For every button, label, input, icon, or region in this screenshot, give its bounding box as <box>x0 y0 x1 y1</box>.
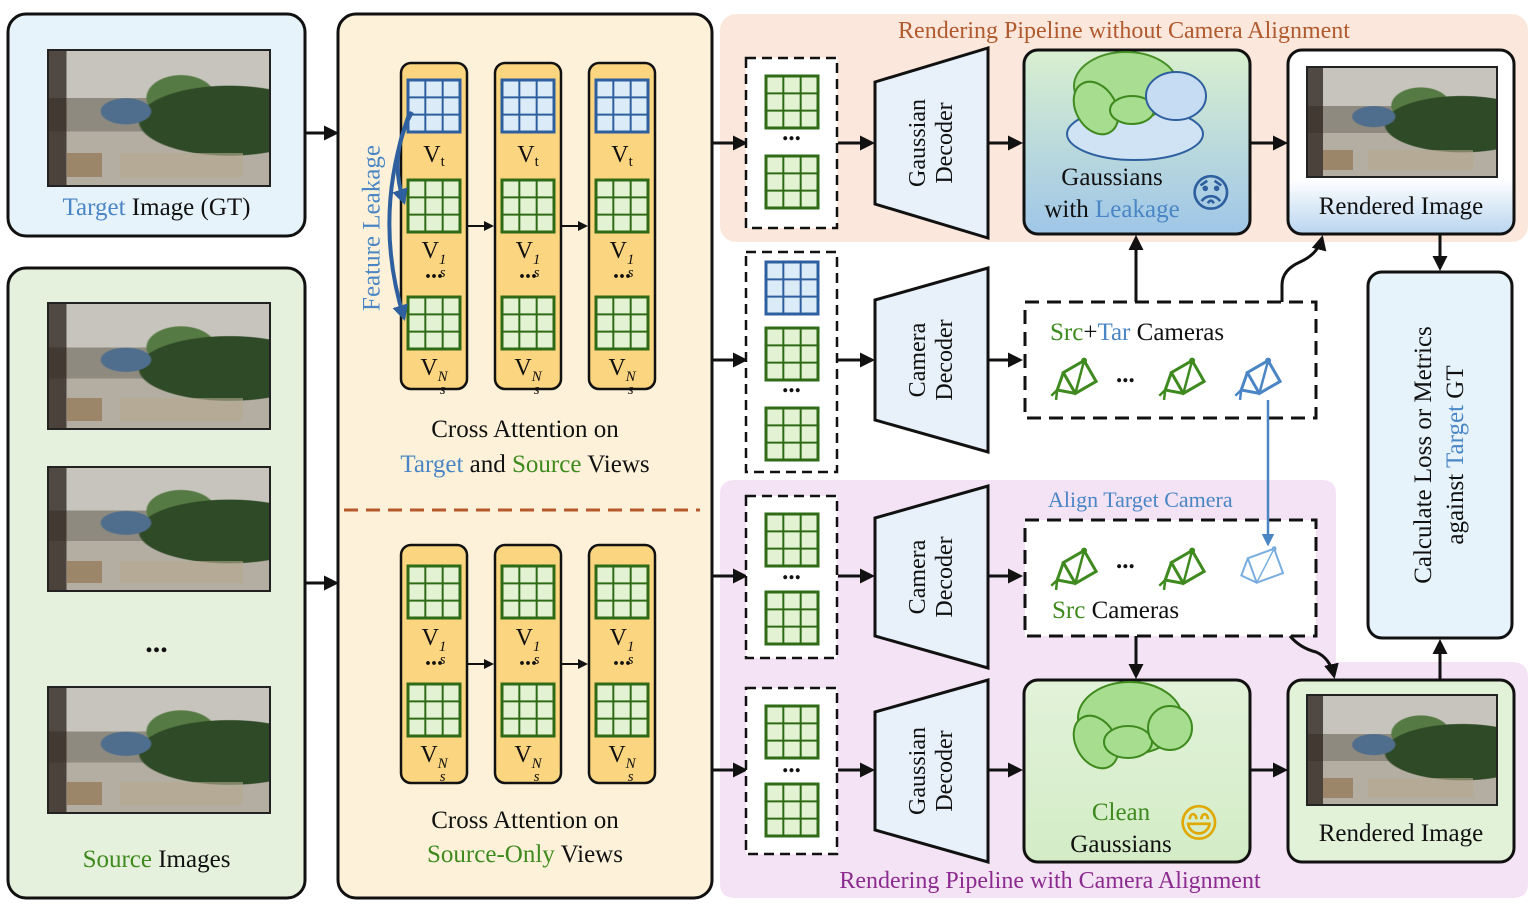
clean-gaussians-label-1: Clean <box>1091 799 1151 826</box>
group2-token-grid-target <box>764 260 820 316</box>
vt-label: Vt <box>517 142 539 170</box>
cam-dots-top: ... <box>1116 361 1135 388</box>
rendered-image-label-bottom: Rendered Image <box>1318 820 1484 847</box>
source-token-grid-n <box>594 295 650 351</box>
token-columns-bottom <box>399 543 657 785</box>
token-columns-top <box>399 61 657 391</box>
dots-label: ... <box>519 645 537 671</box>
token-dots-4: ... <box>782 751 801 778</box>
gaussian-blobs-clean <box>1072 681 1193 770</box>
target-token-grid <box>594 78 650 134</box>
target-token-grid <box>406 78 462 134</box>
dots-label: ... <box>425 258 443 284</box>
camera-decoder-bottom <box>873 484 990 670</box>
gaussians-leakage-label-2: with Leakage <box>1044 196 1180 223</box>
loss-box <box>1366 270 1514 640</box>
group1-token-grid-a <box>764 74 820 130</box>
source-token-grid-n <box>500 682 556 738</box>
target-image-label: Target Image (GT) <box>62 194 251 221</box>
src-camera-icon <box>1050 357 1099 401</box>
camera-decoder-top <box>873 266 990 454</box>
target-token-grid <box>500 78 556 134</box>
source-image-photo-n <box>47 686 271 814</box>
target-camera-icon <box>1234 357 1283 401</box>
dots-label: ... <box>425 645 443 671</box>
sad-face-icon: 😟 <box>1190 171 1232 217</box>
top-attention-caption-line1: Cross Attention on <box>431 416 619 443</box>
leakage-arrow-2 <box>387 111 412 322</box>
group3-token-grid-b <box>764 590 820 646</box>
group4-token-grid-b <box>764 782 820 838</box>
gaussians-leakage-label-1: Gaussians <box>1061 164 1163 191</box>
source-token-grid-1 <box>406 564 462 620</box>
source-images-label: Source Images <box>82 846 231 873</box>
group4-token-grid-a <box>764 704 820 760</box>
dots-label: ... <box>613 645 631 671</box>
clean-gaussians-label-2: Gaussians <box>1070 831 1172 858</box>
src-cameras-label: Src Cameras <box>1052 597 1180 624</box>
target-image-photo <box>47 49 271 187</box>
token-dots-3: ... <box>782 558 801 585</box>
vt-label: Vt <box>423 142 445 170</box>
source-ellipsis: ... <box>145 626 168 659</box>
gaussian-decoder-bottom <box>873 678 990 864</box>
dots-label: ... <box>519 258 537 284</box>
happy-face-icon: 😄 <box>1178 801 1220 847</box>
group2-token-grid-a <box>764 326 820 382</box>
source-token-grid-1 <box>406 178 462 234</box>
source-image-photo-2 <box>47 466 271 592</box>
group2-token-grid-b <box>764 406 820 462</box>
source-token-grid-1 <box>500 178 556 234</box>
cam-dots-bottom: ... <box>1116 547 1135 574</box>
vt-label: Vt <box>611 142 633 170</box>
source-token-grid-1 <box>594 564 650 620</box>
src-camera-icon <box>1158 357 1207 401</box>
src-camera-icon <box>1158 547 1207 591</box>
source-token-grid-1 <box>594 178 650 234</box>
pipeline-top-title: Rendering Pipeline without Camera Alignm… <box>898 18 1350 44</box>
src-tar-cameras-label: Src+Tar Cameras <box>1050 319 1225 346</box>
gaussian-blobs-leak <box>1066 51 1207 161</box>
group3-token-grid-a <box>764 512 820 568</box>
rendered-image-label-top: Rendered Image <box>1318 193 1484 220</box>
source-image-photo-1 <box>47 302 271 430</box>
source-token-grid-n <box>500 295 556 351</box>
source-token-grid-n <box>594 682 650 738</box>
align-target-camera-label: Align Target Camera <box>1048 487 1233 512</box>
pipeline-bottom-title: Rendering Pipeline with Camera Alignment <box>839 868 1261 894</box>
group1-token-grid-b <box>764 154 820 210</box>
source-token-grid-1 <box>500 564 556 620</box>
gaussian-decoder-top <box>873 45 990 241</box>
bottom-attention-caption-line1: Cross Attention on <box>431 807 619 834</box>
bottom-attention-caption-line2: Source-Only Views <box>427 841 623 868</box>
aligned-target-camera-icon <box>1240 546 1285 584</box>
dots-label: ... <box>613 258 631 284</box>
rendered-image-photo-top <box>1306 66 1498 178</box>
src-camera-icon <box>1050 547 1099 591</box>
rendered-image-photo-bottom <box>1306 694 1498 806</box>
source-token-grid-n <box>406 682 462 738</box>
token-dots-2: ... <box>782 371 801 398</box>
feature-leakage-label: Feature Leakage <box>358 145 386 311</box>
top-attention-caption-line2: Target and Source Views <box>400 451 650 478</box>
token-dots-1: ... <box>782 119 801 146</box>
source-token-grid-n <box>406 295 462 351</box>
